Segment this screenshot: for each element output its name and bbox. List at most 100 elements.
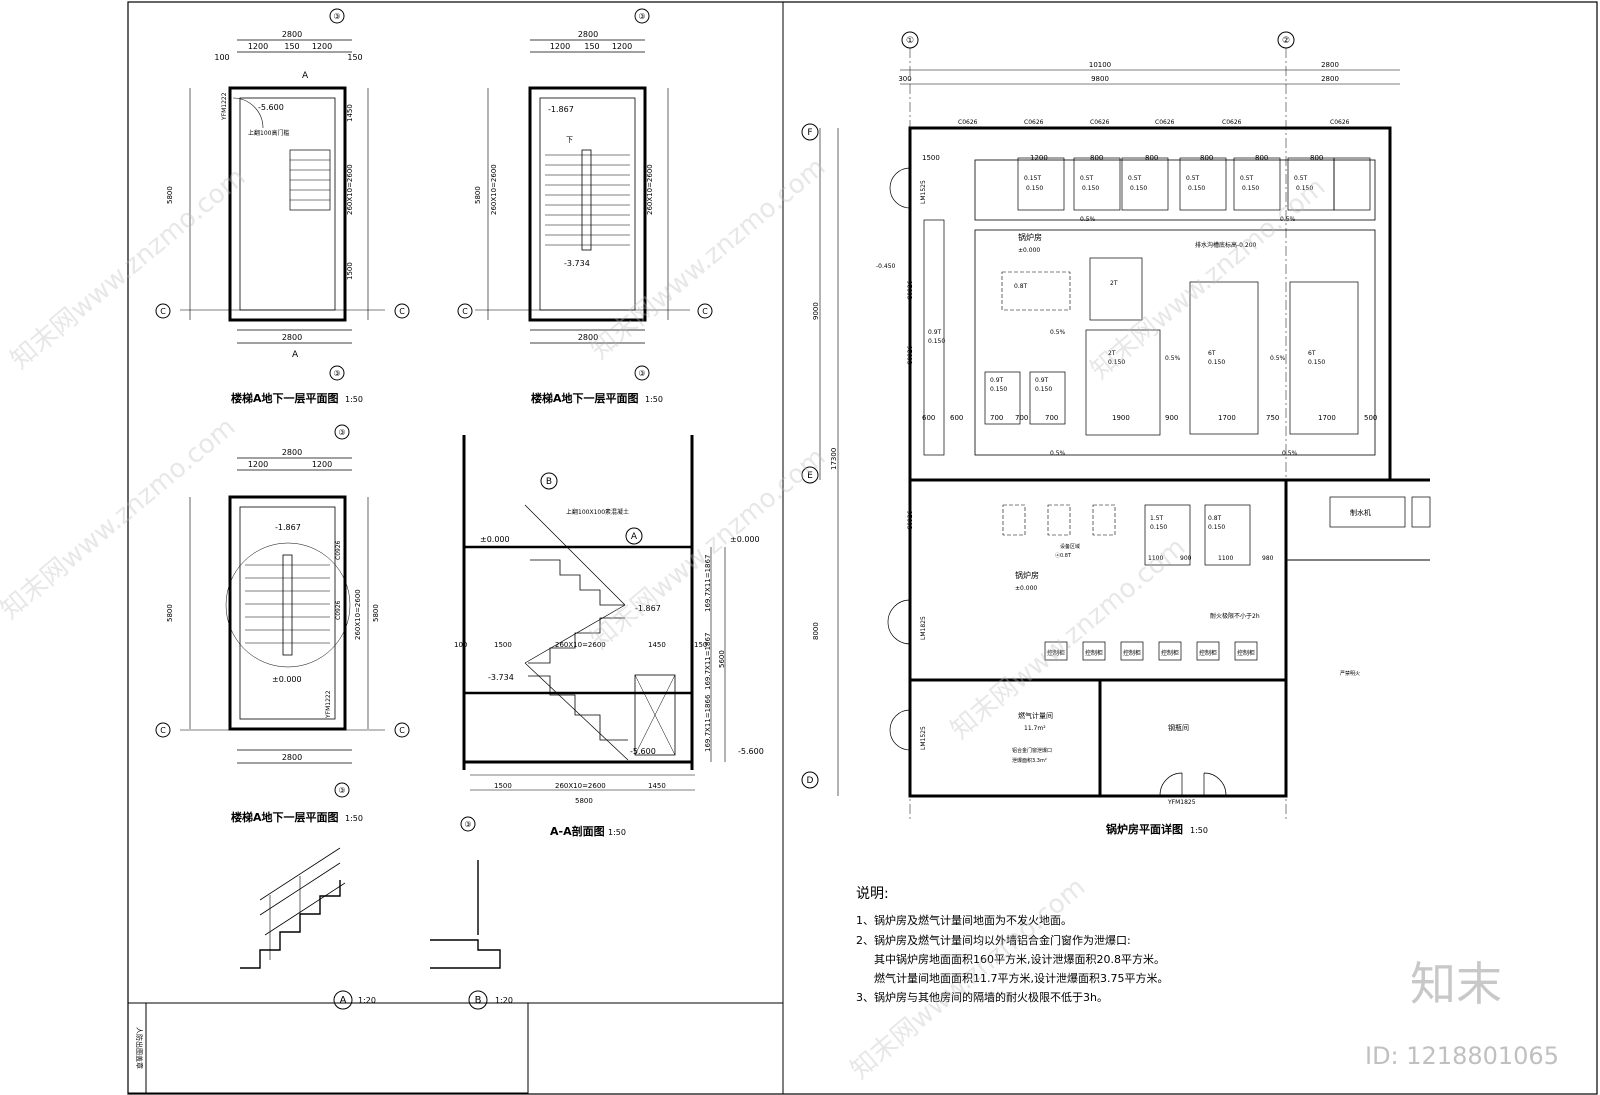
svg-text:260X10=2600: 260X10=2600 xyxy=(555,782,606,790)
notes-heading: 说明: xyxy=(856,886,889,902)
svg-text:169.7X11=1866: 169.7X11=1866 xyxy=(704,694,712,752)
notes-line-3: 其中锅炉房地面面积160平方米,设计泄爆面积20.8平方米。 xyxy=(874,952,1165,966)
svg-text:2800: 2800 xyxy=(282,30,302,39)
svg-text:-5.600: -5.600 xyxy=(738,747,764,756)
title-boiler-plan: 锅炉房平面详图 xyxy=(1106,822,1183,836)
svg-text:100: 100 xyxy=(454,641,467,649)
svg-text:1500: 1500 xyxy=(494,641,512,649)
svg-text:6T: 6T xyxy=(1308,350,1316,357)
notes-line-2: 2、锅炉房及燃气计量间均以外墙铝合金门窗作为泄爆口: xyxy=(856,933,1131,947)
svg-text:设备区域: 设备区域 xyxy=(1060,543,1080,550)
svg-text:0.5T: 0.5T xyxy=(1240,175,1254,182)
svg-text:C0626: C0626 xyxy=(1024,119,1044,126)
svg-text:0.150: 0.150 xyxy=(1208,524,1225,531)
stamp-label: 人防出图盖章 xyxy=(135,1027,144,1069)
svg-text:0.150: 0.150 xyxy=(1082,185,1099,192)
svg-text:控制柜: 控制柜 xyxy=(1161,649,1179,657)
svg-text:800: 800 xyxy=(1090,154,1103,162)
svg-text:±0.000: ±0.000 xyxy=(730,535,760,544)
svg-text:F: F xyxy=(807,128,812,138)
svg-text:1200: 1200 xyxy=(612,42,632,51)
svg-text:900: 900 xyxy=(1180,555,1192,562)
svg-text:0.150: 0.150 xyxy=(1108,359,1125,366)
svg-text:1.5T: 1.5T xyxy=(1150,515,1164,522)
svg-text:1900: 1900 xyxy=(1112,414,1130,422)
svg-text:0.150: 0.150 xyxy=(1130,185,1147,192)
svg-text:A: A xyxy=(302,71,309,81)
svg-text:0.150: 0.150 xyxy=(1308,359,1325,366)
svg-text:1200: 1200 xyxy=(248,42,268,51)
svg-text:1450: 1450 xyxy=(648,782,666,790)
svg-text:B: B xyxy=(475,995,482,1006)
svg-text:1500: 1500 xyxy=(494,782,512,790)
svg-text:0.5%: 0.5% xyxy=(1280,216,1296,223)
watermarks: 知末网www.znzmo.com 知末网www.znzmo.com 知末网www… xyxy=(0,152,1331,1085)
svg-text:1200: 1200 xyxy=(312,42,332,51)
svg-text:-0.450: -0.450 xyxy=(876,263,896,270)
svg-text:0.150: 0.150 xyxy=(1208,359,1225,366)
stair-plan-2-labels: ③ 2800 1200 150 1200 -1.867 下 -3.734 580… xyxy=(462,12,708,405)
svg-text:1:50: 1:50 xyxy=(1190,826,1208,835)
svg-text:泄爆面积3.3m²: 泄爆面积3.3m² xyxy=(1012,757,1047,764)
svg-text:0.5%: 0.5% xyxy=(1282,450,1298,457)
svg-text:150: 150 xyxy=(284,42,299,51)
svg-text:1700: 1700 xyxy=(1318,414,1336,422)
svg-text:燃气计量间: 燃气计量间 xyxy=(1018,711,1053,720)
svg-text:600: 600 xyxy=(950,414,963,422)
svg-text:LM1525: LM1525 xyxy=(920,726,927,750)
svg-text:5800: 5800 xyxy=(474,186,482,204)
stair-plan-2 xyxy=(457,8,713,381)
svg-text:0.150: 0.150 xyxy=(1242,185,1259,192)
stair-plan-1 xyxy=(155,8,410,381)
notes: 说明: 1、锅炉房及燃气计量间地面为不发火地面。 2、锅炉房及燃气计量间均以外墙… xyxy=(856,886,1168,1004)
svg-text:A: A xyxy=(292,350,299,360)
svg-text:5600: 5600 xyxy=(718,650,726,668)
svg-text:C0926: C0926 xyxy=(907,345,914,365)
svg-text:③: ③ xyxy=(638,369,645,378)
svg-text:±0.000: ±0.000 xyxy=(480,535,510,544)
svg-text:制水机: 制水机 xyxy=(1350,508,1371,517)
sheet-border xyxy=(127,1,1598,1095)
watermark-text: 知末网www.znzmo.com xyxy=(945,532,1191,745)
stair-plan-1-labels: ③ 2800 1200 150 1200 100 150 A -5.600 上翻… xyxy=(160,12,405,405)
svg-text:9000: 9000 xyxy=(812,302,820,320)
svg-text:2800: 2800 xyxy=(282,448,302,457)
svg-text:±0.000: ±0.000 xyxy=(1018,247,1040,254)
svg-text:1700: 1700 xyxy=(1218,414,1236,422)
notes-line-5: 3、锅炉房与其他房间的隔墙的耐火极限不低于3h。 xyxy=(856,990,1108,1004)
svg-text:-1.867: -1.867 xyxy=(275,523,301,532)
svg-text:700: 700 xyxy=(1015,414,1028,422)
svg-text:0.9T: 0.9T xyxy=(990,377,1004,384)
svg-text:2T: 2T xyxy=(1110,280,1118,287)
svg-text:-5.600: -5.600 xyxy=(630,747,656,756)
svg-text:0.8T: 0.8T xyxy=(1014,283,1028,290)
svg-text:C0926: C0926 xyxy=(335,600,342,620)
svg-text:5800: 5800 xyxy=(575,797,593,805)
svg-text:控制柜: 控制柜 xyxy=(1123,649,1141,657)
svg-text:钢瓶间: 钢瓶间 xyxy=(1168,723,1189,732)
detail-b-scale: 1:20 xyxy=(495,996,513,1005)
svg-text:YFM1222: YFM1222 xyxy=(221,92,228,121)
svg-text:260X10=2600: 260X10=2600 xyxy=(490,164,498,215)
title-stair-plan-1: 楼梯A地下一层平面图 xyxy=(231,391,339,405)
svg-text:150: 150 xyxy=(347,53,362,62)
svg-text:900: 900 xyxy=(1165,414,1178,422)
details-labels: A 1:20 B 1:20 xyxy=(340,995,513,1006)
svg-text:C0926: C0926 xyxy=(907,510,914,530)
svg-text:2800: 2800 xyxy=(578,333,598,342)
svg-text:③: ③ xyxy=(338,786,345,795)
svg-text:0.8T: 0.8T xyxy=(1208,515,1222,522)
svg-text:1:50: 1:50 xyxy=(345,814,363,823)
watermark-text: 知末网www.znzmo.com xyxy=(585,442,831,655)
svg-text:上翻100X100素混凝土: 上翻100X100素混凝土 xyxy=(566,508,629,516)
svg-text:1500: 1500 xyxy=(346,262,354,280)
watermark-text: 知末网www.znzmo.com xyxy=(585,152,831,365)
svg-text:10100: 10100 xyxy=(1089,61,1111,69)
svg-text:上翻100高门槛: 上翻100高门槛 xyxy=(248,129,289,137)
axis-bubble xyxy=(329,8,345,24)
svg-text:ⓐ0.8T: ⓐ0.8T xyxy=(1055,552,1072,559)
svg-text:1:50: 1:50 xyxy=(345,395,363,404)
svg-text:1500: 1500 xyxy=(922,154,940,162)
svg-text:1200: 1200 xyxy=(1030,154,1048,162)
